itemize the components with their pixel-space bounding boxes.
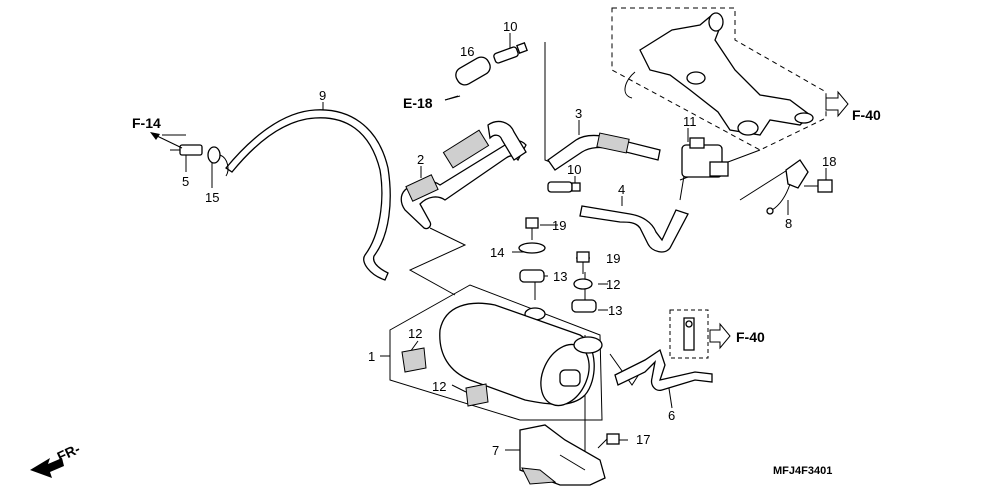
sensor-8	[766, 159, 809, 215]
callout-18: 18	[822, 154, 836, 169]
callout-12-right: 12	[606, 277, 620, 292]
hose-4	[579, 205, 689, 253]
fitting-10-mid	[547, 181, 581, 193]
callout-12-upper: 12	[408, 326, 422, 341]
ref-label-e18: E-18	[403, 95, 433, 111]
mount-right	[571, 251, 597, 313]
callout-16: 16	[460, 44, 474, 59]
arrow-e18	[444, 95, 459, 101]
callout-15: 15	[205, 190, 219, 205]
arrow-f40-bottom	[709, 322, 731, 350]
callout-5: 5	[182, 174, 189, 189]
canister-assembly-bracket	[389, 284, 603, 421]
clamp-15	[207, 146, 229, 177]
direction-label: FR-	[55, 440, 83, 465]
callout-6: 6	[668, 408, 675, 423]
purge-valve-11	[679, 137, 729, 201]
callout-1: 1	[368, 349, 375, 364]
mount-left	[518, 217, 546, 321]
connector-inset	[683, 317, 695, 351]
canister-1	[439, 302, 603, 407]
hose-2-sleeves	[405, 129, 490, 202]
hose-2-upper	[487, 120, 527, 161]
hose-3-sleeve	[596, 132, 630, 154]
callout-9: 9	[319, 88, 326, 103]
pad-12-lower	[465, 383, 489, 407]
hose-9	[225, 109, 391, 281]
callout-14: 14	[490, 245, 504, 260]
bolt-18	[804, 179, 833, 193]
hose-2	[400, 139, 527, 230]
callout-19-right: 19	[606, 251, 620, 266]
bracket-7	[519, 424, 606, 486]
arrow-f40-top	[825, 90, 849, 118]
callout-13-left: 13	[553, 269, 567, 284]
bolt-17	[597, 433, 620, 449]
fitting-10-top	[493, 42, 528, 64]
ref-label-f40-top: F-40	[852, 107, 881, 123]
connector-5	[170, 144, 203, 156]
arrow-f14	[150, 132, 183, 149]
ref-label-f14: F-14	[132, 115, 161, 131]
pad-12-upper	[401, 347, 427, 373]
diagram-code: MFJ4F3401	[773, 465, 832, 477]
callout-13-right: 13	[608, 303, 622, 318]
ref-label-f40-bottom: F-40	[736, 329, 765, 345]
callout-3: 3	[575, 106, 582, 121]
hose-16	[455, 56, 491, 86]
callout-11: 11	[683, 114, 697, 129]
callout-19-left: 19	[552, 218, 566, 233]
callout-12-lower: 12	[432, 379, 446, 394]
callout-8: 8	[785, 216, 792, 231]
callout-4: 4	[618, 182, 625, 197]
hose-3	[547, 134, 661, 171]
hose-6	[614, 348, 713, 391]
callout-10-top: 10	[503, 19, 517, 34]
callout-7: 7	[492, 443, 499, 458]
callout-10-mid: 10	[567, 162, 581, 177]
connector-inset-frame	[669, 309, 709, 359]
frame-bracket	[624, 12, 814, 136]
direction-arrow-icon	[30, 458, 64, 478]
callout-2: 2	[417, 152, 424, 167]
callout-17: 17	[636, 432, 650, 447]
